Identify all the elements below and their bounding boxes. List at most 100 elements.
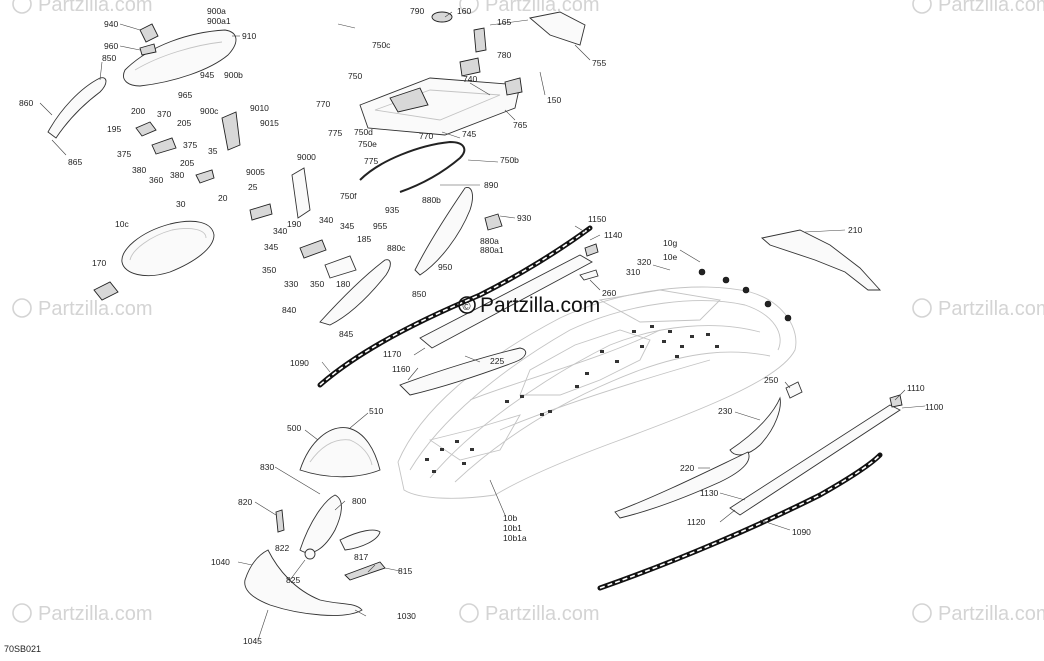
callout-750e: 750e [358, 139, 377, 149]
callout-775b: 775 [364, 156, 378, 166]
callout-150: 150 [547, 95, 561, 105]
callout-965: 965 [178, 90, 192, 100]
part-750-storage [359, 11, 586, 136]
callout-9015: 9015 [260, 118, 279, 128]
callout-230: 230 [718, 406, 732, 416]
callout-160: 160 [457, 6, 471, 16]
callout-900a1: 900a1 [207, 16, 231, 26]
part-500-front-cover [299, 427, 381, 478]
callout-350a: 350 [262, 265, 276, 275]
callout-960: 960 [104, 41, 118, 51]
callout-825: 825 [286, 575, 300, 585]
part-10c-mat [121, 220, 215, 276]
svg-text:Partzilla.com: Partzilla.com [938, 298, 1044, 320]
brand-text: Partzilla.com [480, 294, 600, 317]
part-225-bumper [399, 347, 527, 396]
part-1090-upper-rubrail [317, 225, 593, 388]
callout-880b: 880b [422, 195, 441, 205]
svg-text:Partzilla.com: Partzilla.com [38, 603, 152, 625]
callout-510: 510 [369, 406, 383, 416]
svg-text:Partzilla.com: Partzilla.com [485, 0, 599, 16]
callout-340a: 340 [319, 215, 333, 225]
callout-10c: 10c [115, 219, 129, 229]
callout-1100: 1100 [925, 402, 944, 412]
callout-940: 940 [104, 19, 118, 29]
part-1150-rail [419, 243, 599, 349]
callout-310: 310 [626, 267, 640, 277]
callout-200: 200 [131, 106, 145, 116]
callout-750d: 750d [354, 127, 373, 137]
callout-845: 845 [339, 329, 353, 339]
callout-165: 165 [497, 17, 511, 27]
callout-170: 170 [92, 258, 106, 268]
callout-375b: 375 [117, 149, 131, 159]
callout-817: 817 [354, 552, 368, 562]
callout-1140: 1140 [604, 230, 623, 240]
callout-35: 35 [208, 146, 218, 156]
callout-880c: 880c [387, 243, 406, 253]
watermark: Partzilla.com [459, 0, 599, 16]
callout-10e: 10e [663, 252, 677, 262]
part-9000-bracket [249, 167, 311, 221]
part-1100-rail [729, 394, 903, 516]
callout-190: 190 [287, 219, 301, 229]
callout-345a: 345 [340, 221, 354, 231]
callout-770a: 770 [316, 99, 330, 109]
callout-850: 850 [102, 53, 116, 63]
watermark: Partzilla.com [459, 603, 599, 625]
watermark: Partzilla.com [912, 298, 1044, 320]
hull-outline [397, 286, 797, 499]
callout-945: 945 [200, 70, 214, 80]
callout-880a1: 880a1 [480, 245, 504, 255]
callout-185: 185 [357, 234, 371, 244]
callout-770b: 770 [419, 131, 433, 141]
watermark: Partzilla.com [12, 298, 152, 320]
callout-205a: 205 [177, 118, 191, 128]
part-340-brackets [299, 239, 357, 279]
watermark: Partzilla.com [912, 0, 1044, 16]
hull-fasteners [425, 325, 719, 473]
watermark: Partzilla.com [12, 0, 152, 16]
callout-765: 765 [513, 120, 527, 130]
callout-800: 800 [352, 496, 366, 506]
part-880-panel [414, 187, 503, 276]
callout-330: 330 [284, 279, 298, 289]
callout-775a: 775 [328, 128, 342, 138]
callout-840: 840 [282, 305, 296, 315]
callout-345b: 345 [264, 242, 278, 252]
svg-text:©: © [463, 301, 471, 313]
watermark-layer: Partzilla.com Partzilla.com Partzilla.co… [12, 0, 1044, 625]
callout-750: 750 [348, 71, 362, 81]
callout-815: 815 [398, 566, 412, 576]
callout-500: 500 [287, 423, 301, 433]
part-250-cap [785, 381, 803, 399]
callout-750c: 750c [372, 40, 391, 50]
callout-350b: 350 [310, 279, 324, 289]
callout-860: 860 [19, 98, 33, 108]
callout-220: 220 [680, 463, 694, 473]
callout-360: 360 [149, 175, 163, 185]
part-170-pad [93, 281, 119, 301]
part-1040-bumper [244, 549, 363, 616]
watermark: Partzilla.com [12, 603, 152, 625]
callout-822: 822 [275, 543, 289, 553]
callout-1030: 1030 [397, 611, 416, 621]
callout-1090b: 1090 [792, 527, 811, 537]
callout-20: 20 [218, 193, 228, 203]
callout-935: 935 [385, 205, 399, 215]
part-750b-cable [359, 140, 466, 193]
callout-890: 890 [484, 180, 498, 190]
callout-180: 180 [336, 279, 350, 289]
part-1090-lower-rubrail [597, 452, 883, 591]
callout-380a: 380 [132, 165, 146, 175]
svg-text:Partzilla.com: Partzilla.com [38, 298, 152, 320]
callout-1040: 1040 [211, 557, 230, 567]
callout-340b: 340 [273, 226, 287, 236]
callout-9010: 9010 [250, 103, 269, 113]
part-220-panel [614, 451, 750, 519]
part-230-panel [729, 396, 781, 456]
callout-1120: 1120 [687, 517, 706, 527]
callout-955: 955 [373, 221, 387, 231]
part-800-front-trim [299, 494, 381, 560]
part-10g-caps [698, 268, 792, 322]
